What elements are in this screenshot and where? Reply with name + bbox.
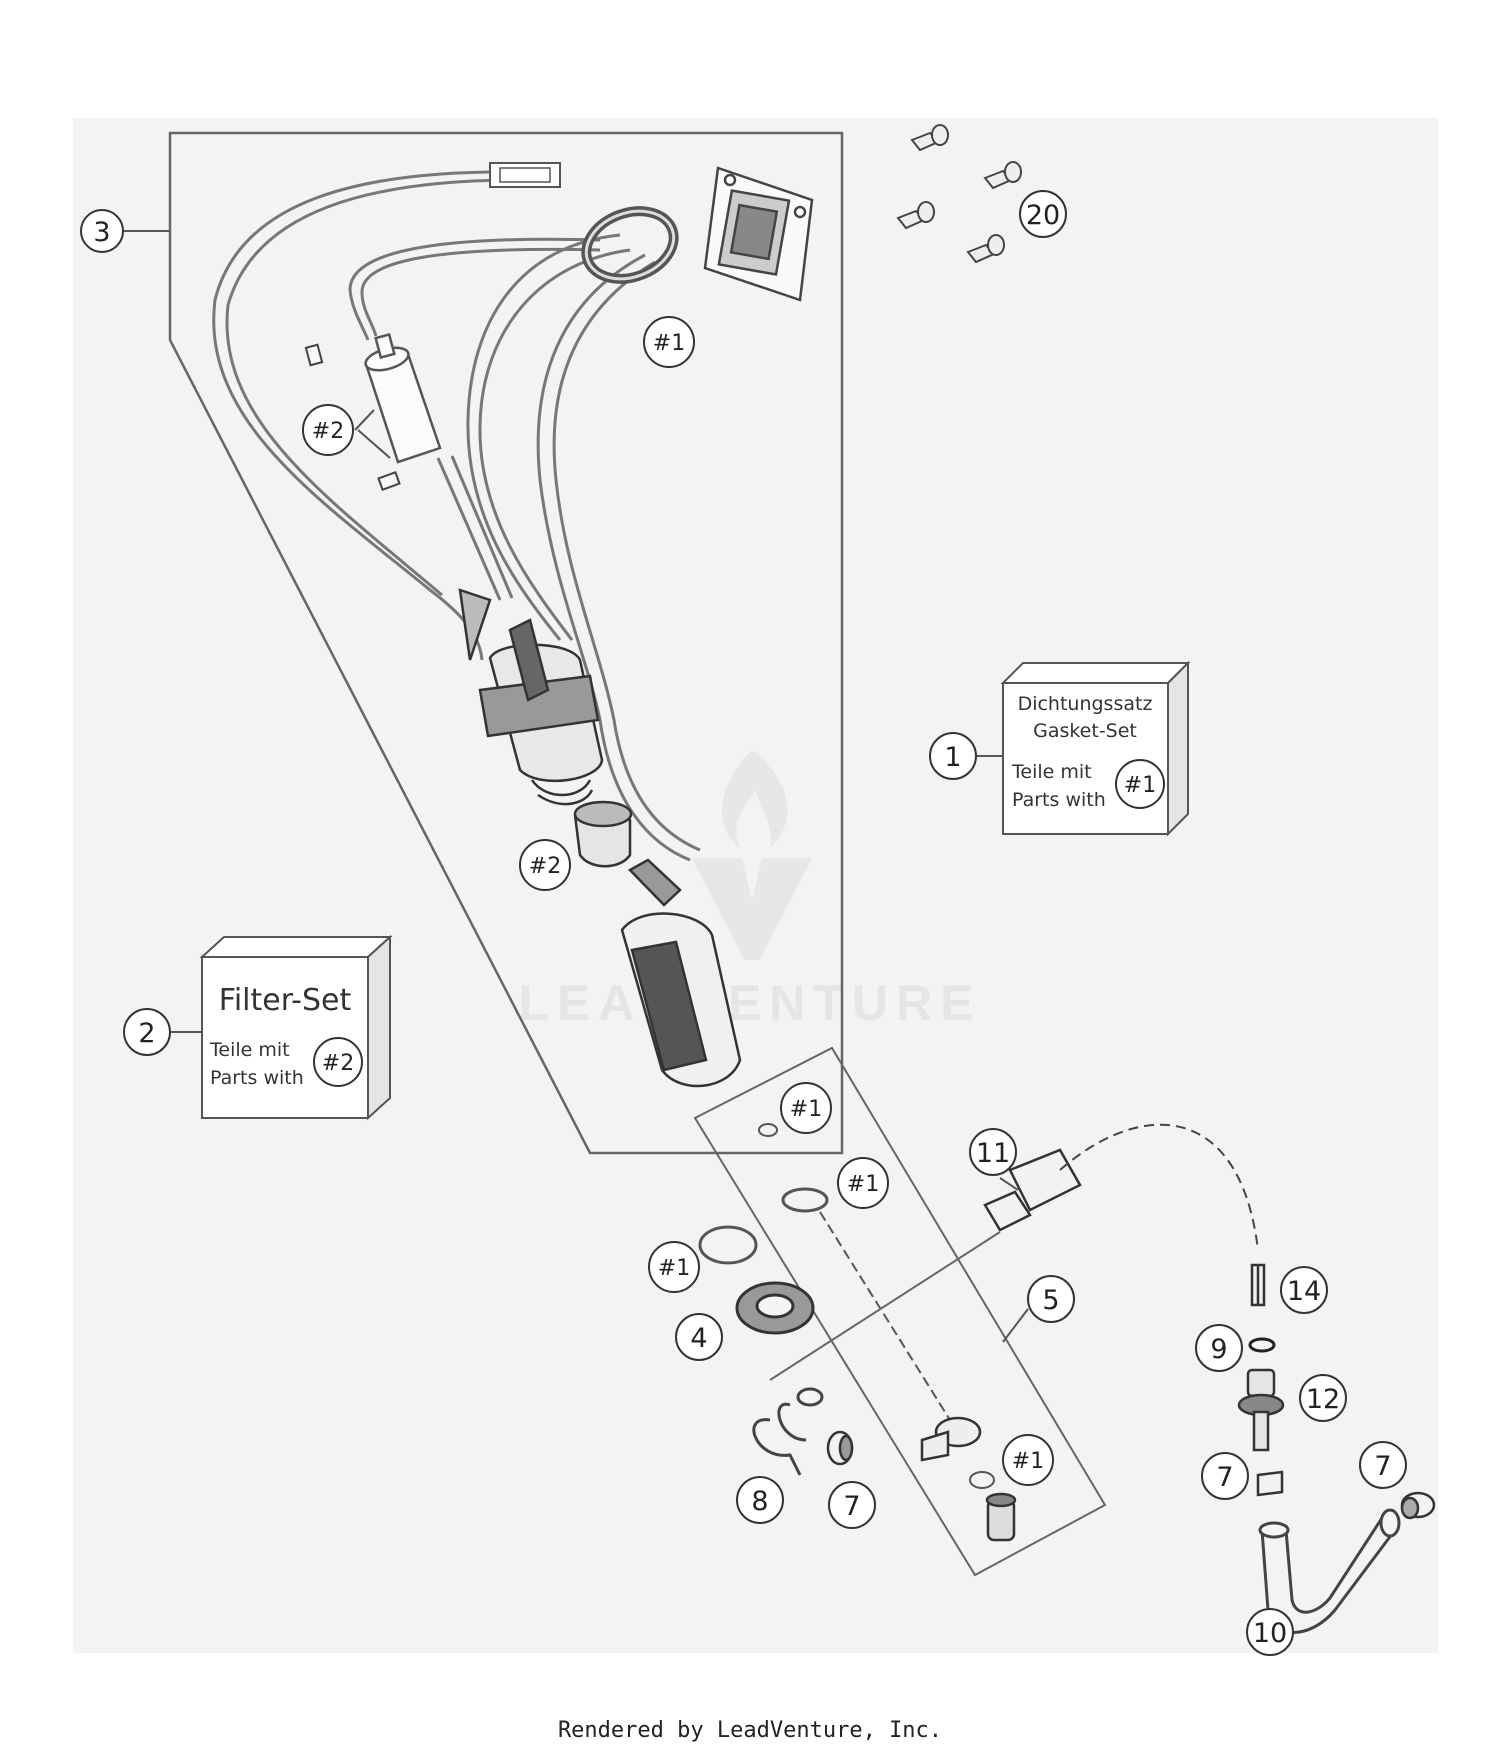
fitting-group-outline	[693, 1046, 1107, 1577]
filter-box-line3: Teile mit	[209, 1039, 290, 1061]
callout-7-right: 7	[1201, 1452, 1249, 1500]
fitting-oring	[781, 1187, 829, 1213]
gasket-box-line3: Teile mit	[1011, 761, 1092, 783]
connector-dashed-line	[1059, 1123, 1259, 1251]
svg-text:#1: #1	[847, 1172, 879, 1197]
svg-text:7: 7	[1216, 1462, 1233, 1493]
svg-text:#1: #1	[653, 331, 685, 356]
filter-housing	[620, 858, 742, 1088]
svg-text:4: 4	[690, 1323, 707, 1354]
watermark-flame-icon	[721, 750, 788, 848]
gasket-box-line1: Dichtungssatz	[1018, 693, 1153, 715]
hose-nozzle	[985, 1492, 1017, 1542]
callout-ref-small: #1	[837, 1157, 889, 1209]
tank-gasket-ring	[581, 206, 679, 284]
watermark-v-icon	[692, 858, 812, 960]
callout-1: 1	[929, 732, 977, 780]
clamp-7-far	[1400, 1491, 1436, 1520]
callout-5: 5	[1027, 1275, 1075, 1323]
svg-text:3: 3	[93, 217, 110, 248]
callout-ref-sleeve: #2	[519, 839, 571, 891]
callout-7-left: 7	[828, 1481, 876, 1529]
return-tube	[436, 455, 514, 601]
callout-ref-left: #1	[648, 1241, 700, 1293]
callout-ref-lower: #1	[1002, 1434, 1054, 1486]
leader-lines	[123, 230, 1029, 1343]
callout-20: 20	[1019, 190, 1067, 238]
connector-12	[1237, 1368, 1285, 1452]
hose-elbow-small	[752, 1387, 824, 1476]
fitting-axis-line	[819, 1211, 951, 1421]
callout-14: 14	[1280, 1266, 1328, 1314]
svg-text:5: 5	[1042, 1285, 1059, 1316]
screw-14	[1250, 1263, 1266, 1307]
fitting-oring-small	[758, 1123, 778, 1137]
wiring-harness	[212, 170, 521, 661]
strainer-sleeve	[573, 800, 633, 868]
svg-text:8: 8	[751, 1486, 768, 1517]
callout-11: 11	[969, 1128, 1017, 1176]
callout-10: 10	[1246, 1608, 1294, 1656]
render-credit: Rendered by LeadVenture, Inc.	[557, 1718, 943, 1743]
svg-text:#2: #2	[312, 419, 344, 444]
fuel-filter	[364, 332, 442, 464]
svg-text:14: 14	[1287, 1276, 1321, 1307]
callout-ref-flange: #1	[780, 1082, 832, 1134]
svg-text:1: 1	[944, 742, 961, 773]
connector-plug	[489, 162, 561, 188]
fuel-hose	[348, 233, 701, 862]
filter-box-ref: #2	[322, 1051, 354, 1076]
callout-7-far: 7	[1359, 1441, 1407, 1489]
filter-box-line4: Parts with	[210, 1067, 304, 1089]
svg-text:20: 20	[1026, 200, 1060, 231]
clamp-7-right	[1256, 1470, 1284, 1497]
callout-ref-ring: #1	[643, 316, 695, 368]
svg-text:#1: #1	[1012, 1449, 1044, 1474]
gasket-box-line2: Gasket-Set	[1033, 720, 1137, 742]
watermark: LEADVENTURE	[518, 750, 981, 1031]
callout-3: 3	[80, 209, 124, 253]
svg-text:7: 7	[1374, 1451, 1391, 1482]
svg-text:9: 9	[1210, 1334, 1227, 1365]
svg-text:#1: #1	[658, 1256, 690, 1281]
svg-text:2: 2	[138, 1018, 155, 1049]
svg-text:11: 11	[976, 1138, 1010, 1169]
filter-set-box: Filter-Set Teile mit Parts with #2	[199, 934, 393, 1121]
watermark-text: LEADVENTURE	[518, 975, 981, 1031]
hose-clamp-left	[826, 1430, 854, 1466]
svg-text:#1: #1	[790, 1097, 822, 1122]
elbow-fitting	[920, 1416, 982, 1462]
filter-clip-parts	[304, 343, 401, 491]
svg-text:#2: #2	[529, 854, 561, 879]
callout-2: 2	[123, 1008, 171, 1056]
svg-text:7: 7	[843, 1491, 860, 1522]
quick-connector	[769, 1148, 1082, 1381]
tank-cap-part	[735, 1281, 815, 1335]
fitting-oring-lower	[969, 1471, 995, 1489]
pump-flange	[703, 166, 814, 302]
fuel-pump-body	[458, 588, 604, 806]
callout-4: 4	[675, 1313, 723, 1361]
gasket-set-box: Dichtungssatz Gasket-Set Teile mit Parts…	[1000, 660, 1191, 837]
callout-ref-filter: #2	[302, 404, 354, 456]
svg-text:12: 12	[1306, 1384, 1340, 1415]
oring-9	[1248, 1337, 1276, 1353]
callout-8: 8	[736, 1476, 784, 1524]
seal-ring-left	[698, 1225, 758, 1265]
screws-20	[896, 124, 1022, 264]
gasket-box-line4: Parts with	[1012, 789, 1106, 811]
gasket-box-ref: #1	[1124, 773, 1156, 798]
callout-9: 9	[1195, 1324, 1243, 1372]
callout-12: 12	[1299, 1374, 1347, 1422]
svg-text:10: 10	[1253, 1618, 1287, 1649]
filter-box-title: Filter-Set	[219, 983, 352, 1018]
